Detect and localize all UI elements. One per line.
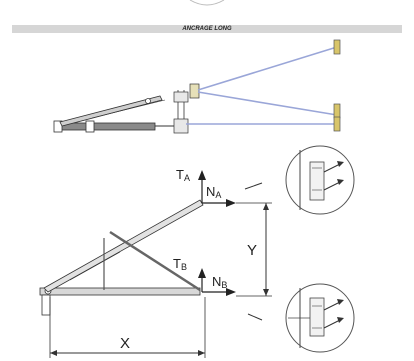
detail-top-bracket	[309, 161, 325, 201]
tie-rod-diagonal	[197, 91, 338, 116]
strut-rail	[91, 99, 166, 119]
tick-upper	[244, 182, 263, 190]
label-nb: NB	[212, 274, 227, 290]
y-arrow-bottom	[263, 289, 269, 296]
header-bar: ANCRAGE LONG	[12, 25, 402, 33]
tie-rod-upper	[197, 46, 338, 91]
arrow-tb-head	[198, 268, 206, 278]
detail-circle-bottom	[285, 283, 355, 353]
force-diagonal-member	[109, 230, 201, 292]
wall-anchor-top	[333, 39, 341, 55]
force-base-leg	[41, 294, 51, 316]
upper-anchor-plate	[189, 83, 200, 99]
top-cropped-arc	[189, 0, 225, 6]
detail-bottom-bracket	[309, 297, 325, 337]
wall-anchor-mid	[333, 103, 341, 119]
detail-circle-top	[285, 145, 355, 215]
force-base-beam	[39, 287, 201, 296]
inclined-strut	[59, 95, 163, 127]
arrow-na-head	[226, 199, 236, 207]
x-arrow-left	[50, 350, 57, 356]
force-inclined-strut	[43, 199, 204, 293]
post-bracket-bottom	[173, 118, 189, 134]
force-diagram: TA NA TB NB Y X	[39, 167, 272, 358]
detail-top-arrow-2	[323, 181, 341, 191]
header-title: ANCRAGE LONG	[182, 26, 232, 32]
label-na: NA	[206, 184, 221, 200]
arrow-ta-head	[198, 170, 206, 180]
tick-lower	[247, 313, 263, 321]
detail-bottom-arrow-2-head	[337, 317, 344, 323]
detail-top-arrow-1-head	[337, 161, 344, 167]
wall-anchor-bottom	[333, 116, 341, 132]
post-bracket-top	[173, 91, 189, 103]
detail-top-arrow-1	[323, 163, 341, 173]
label-ta: TA	[176, 167, 190, 183]
force-strut-rail	[69, 251, 121, 281]
label-y: Y	[247, 242, 257, 259]
base-clamp-left	[53, 120, 63, 133]
detail-top-arrow-2-head	[337, 179, 344, 185]
label-tb: TB	[173, 256, 187, 272]
x-arrow-right	[198, 350, 205, 356]
detail-bottom-arrow-1-head	[337, 299, 344, 305]
base-clamp-mid	[85, 120, 95, 133]
strut-bolt	[145, 98, 151, 104]
label-x: X	[120, 335, 130, 352]
detail-bottom-arrow-1	[323, 301, 341, 311]
y-arrow-top	[263, 203, 269, 210]
arrow-nb-head	[226, 288, 236, 296]
detail-bottom-arrow-2	[323, 319, 341, 329]
top-elevation-view	[53, 39, 341, 134]
